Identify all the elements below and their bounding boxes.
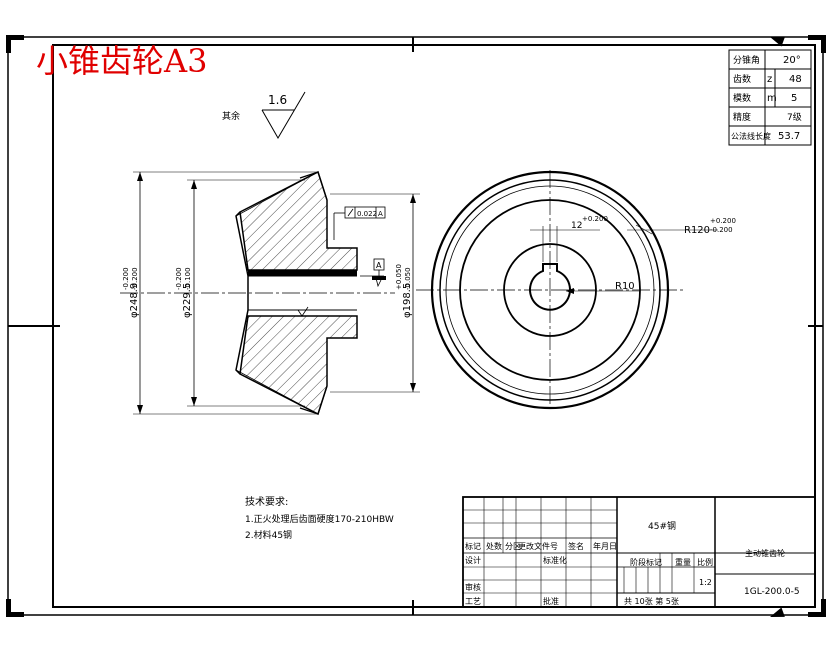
gear-front-view: 12 +0.200 R10 R120 +0.200 -0.200 [416, 170, 736, 410]
sheet-outer-border [7, 36, 824, 616]
root-circle [445, 185, 655, 395]
tech-req-item: 2.材料45钢 [245, 529, 292, 541]
dim-pitch-diameter: φ229.5 [182, 283, 193, 318]
dim-hub-diameter: φ198.5 [402, 283, 413, 318]
svg-text:0.022: 0.022 [357, 210, 377, 218]
svg-text:+0.050: +0.050 [395, 264, 403, 290]
svg-text:-0.200: -0.200 [710, 226, 733, 234]
svg-text:-0.200: -0.200 [175, 267, 183, 290]
corner-marks [6, 35, 826, 617]
svg-text:分区: 分区 [505, 542, 521, 551]
svg-text:比例: 比例 [697, 557, 713, 567]
svg-text:处数: 处数 [486, 541, 502, 551]
svg-text:5: 5 [791, 93, 797, 104]
svg-text:53.7: 53.7 [778, 131, 800, 142]
svg-text:+0.200: +0.200 [582, 215, 608, 223]
svg-text:-0.100: -0.100 [184, 267, 192, 290]
svg-text:m: m [767, 93, 777, 104]
outer-tip-circle [430, 170, 670, 410]
keyway-slot [248, 270, 357, 276]
dim-keyway: 12 [571, 221, 582, 231]
drawing-title: 小锥齿轮A3 [36, 42, 207, 80]
svg-text:标准化: 标准化 [543, 555, 567, 565]
svg-text:z: z [767, 74, 772, 85]
gear-params-table: 分锥角 20° 齿数 z 48 模数 m 5 精度 7级 公法线长度 53.7 [728, 49, 812, 146]
tech-requirements: 技术要求: 1.正火处理后齿面硬度170-210HBW 2.材料45钢 [245, 495, 394, 541]
param-row: 公法线长度 53.7 [731, 131, 800, 142]
svg-text:齿数: 齿数 [733, 73, 751, 85]
svg-text:7级: 7级 [787, 111, 802, 123]
param-row: 分锥角 20° [733, 54, 801, 66]
drawing-frame [52, 44, 816, 608]
upper-section [239, 170, 358, 271]
svg-text:设计: 设计 [465, 555, 481, 565]
dim-bore-radius: R10 [615, 281, 635, 292]
svg-text:模数: 模数 [733, 92, 751, 104]
material-text: 45#钢 [648, 520, 676, 532]
surface-finish-label: 其余 [222, 110, 240, 122]
svg-text:-0.200: -0.200 [122, 267, 130, 290]
drawing-number-text: 1GL-200.0-5 [744, 587, 800, 597]
hub-circle [503, 243, 597, 337]
svg-text:公法线长度: 公法线长度 [731, 131, 771, 141]
centering-marks [8, 37, 823, 615]
svg-text:批准: 批准 [543, 596, 559, 606]
svg-text:工艺: 工艺 [465, 597, 481, 606]
scale-text: 1:2 [699, 578, 712, 587]
svg-text:-0.050: -0.050 [404, 267, 412, 290]
svg-text:精度: 精度 [733, 111, 751, 123]
datum-marker: A [360, 258, 386, 280]
inner-face-circle [459, 199, 641, 381]
svg-text:签名: 签名 [568, 541, 584, 551]
orientation-arrows [770, 37, 785, 617]
bore-with-keyway [529, 263, 571, 311]
svg-text:48: 48 [789, 74, 802, 85]
param-row: 模数 m 5 [733, 92, 797, 104]
svg-text:年月日: 年月日 [593, 541, 617, 551]
dim-outer-radius: R120 [684, 225, 710, 236]
svg-text:A: A [378, 210, 383, 218]
svg-text:重量: 重量 [675, 557, 691, 567]
svg-text:更改文件号: 更改文件号 [518, 541, 558, 551]
part-name-text: 主动锥齿轮 [745, 548, 785, 558]
tech-req-heading: 技术要求: [245, 495, 288, 508]
title-block: 标记 处数 分区 更改文件号 签名 年月日 设计 标准化 审核 工艺 批准 45… [462, 496, 816, 608]
svg-text:分锥角: 分锥角 [733, 54, 760, 66]
param-row: 齿数 z 48 [733, 73, 802, 85]
param-row: 精度 7级 [733, 111, 802, 123]
pitch-circle [439, 179, 661, 401]
tech-req-item: 1.正火处理后齿面硬度170-210HBW [245, 513, 394, 525]
surface-finish-value: 1.6 [268, 93, 287, 107]
svg-text:20°: 20° [783, 55, 801, 66]
svg-text:A: A [376, 261, 382, 270]
svg-text:+0.200: +0.200 [710, 217, 736, 225]
svg-text:审核: 审核 [465, 582, 481, 592]
gear-section-view: φ248.9 -0.200 -0.200 φ229.5 -0.200 -0.10… [120, 170, 420, 416]
sheet-count-text: 共 10张 第 5张 [624, 596, 679, 606]
dim-outer-diameter: φ248.9 [129, 283, 140, 318]
svg-text:标记: 标记 [465, 541, 481, 551]
svg-text:-0.200: -0.200 [131, 267, 139, 290]
tolerance-frame: 0.022 A [333, 206, 386, 240]
svg-text:阶段标记: 阶段标记 [630, 557, 662, 567]
surface-finish-symbol: 其余 1.6 [222, 91, 306, 139]
lower-section [239, 315, 358, 416]
